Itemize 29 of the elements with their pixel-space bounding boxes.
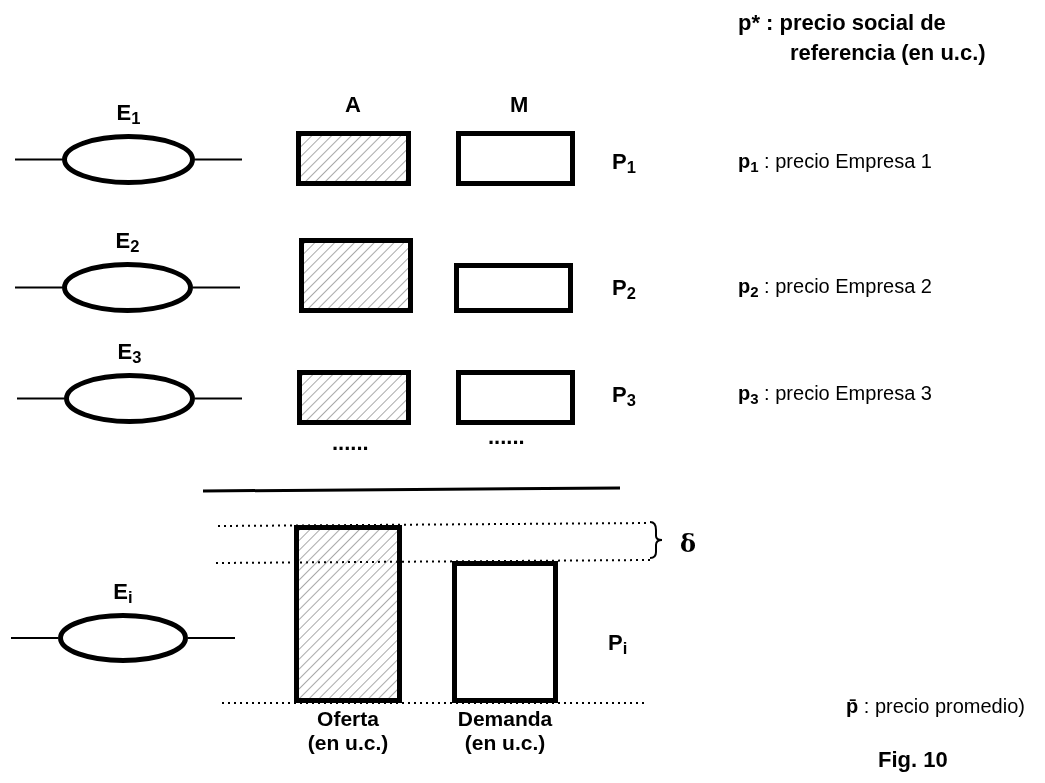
label-text: δ [680,528,696,560]
entity-label: E$_{i}$ [113,578,133,607]
label-text: p$_{2}$ : precio Empresa 2 [738,274,932,301]
label-text: ...... [488,426,525,448]
connector-line [14,286,63,289]
label-text: P$_{2}$ [612,274,636,304]
label-text: p̄ : precio promedio) [846,694,1025,719]
label-text: ...... [332,432,369,454]
label-text: A [345,91,361,119]
column-label: Oferta (en u.c.) [306,707,390,755]
connector-line [16,397,65,400]
label-text: P$_{1}$ [612,148,636,178]
label-text: Fig. 10 [878,746,948,774]
entity-label: E$_{1}$ [116,99,141,128]
label-text: p$_{3}$ : precio Empresa 3 [738,381,932,408]
entity-label: E$_{3}$ [117,338,142,367]
label-text: p* : precio social de referencia (en u.c.) [738,9,987,67]
connector-line [194,397,243,400]
entity-label: E$_{2}$ [115,227,140,256]
connector-line [194,158,243,161]
label-text: P$_{i}$ [608,629,628,659]
label-text: M [510,91,529,119]
connector-line [192,286,241,289]
connector-line [10,637,59,639]
label-text: P$_{3}$ [612,381,636,411]
column-label: Demanda (en u.c.) [456,707,554,755]
label-text: p$_{1}$ : precio Empresa 1 [738,149,932,176]
connector-line [187,637,236,639]
connector-line [14,158,63,161]
